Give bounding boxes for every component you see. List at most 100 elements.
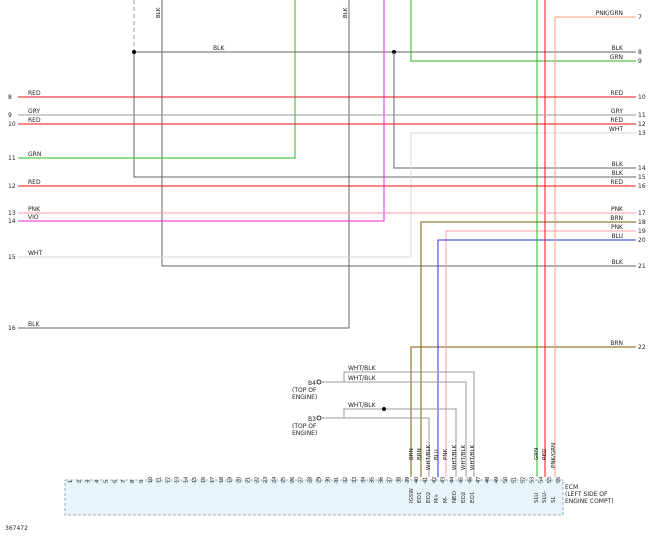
terminal-number: 10 <box>8 121 16 128</box>
terminal-number: 14 <box>638 165 646 172</box>
wire-label: RED <box>28 179 41 186</box>
wire-label: BLU <box>434 449 440 460</box>
ecm-pin-number: 28 <box>308 477 314 483</box>
ground-b3-symbol <box>316 415 322 421</box>
ecm-signal-label: SLU <box>534 493 540 503</box>
ecm-location: (LEFT SIDE OF <box>565 491 608 498</box>
wire-label: VIO <box>28 214 39 221</box>
wire-label: GRN <box>28 151 41 158</box>
ecm-pin-number: 52 <box>521 477 527 483</box>
ecm-pin-number: 25 <box>281 477 287 483</box>
terminal-number: 11 <box>638 112 646 119</box>
wire-label: WHT <box>609 126 623 133</box>
ecm-signal-label: EO2 <box>426 492 432 503</box>
ecm-pin-number: 27 <box>299 477 305 483</box>
ground-b4-symbol <box>316 379 322 385</box>
ecm-pin-number: 49 <box>494 477 500 483</box>
ecm-pin-number: 35 <box>370 477 376 483</box>
ground-b4-location: (TOP OF <box>292 387 317 394</box>
ecm-pin-number: 41 <box>423 477 429 483</box>
wire-label: RED <box>28 117 41 124</box>
ecm-pin-number: 2 <box>77 480 83 483</box>
terminal-number: 12 <box>8 183 16 190</box>
wire-label: GRN <box>610 54 623 61</box>
ecm-pin-number: 30 <box>325 477 331 483</box>
wire-label: WHT/BLK <box>461 444 467 470</box>
wire-label: WHT <box>28 250 42 257</box>
wire-label: BRN <box>610 340 623 347</box>
wire-blue-to-20 <box>437 239 636 477</box>
wire-green-to-left-11 <box>18 0 296 159</box>
ecm-pin-number: 26 <box>290 477 296 483</box>
ecm-pin-number: 22 <box>254 477 260 483</box>
wire-label: BRN <box>610 215 623 222</box>
wire-pink-green-to-7 <box>554 16 636 477</box>
ecm-signal-label: EO1 <box>470 492 476 503</box>
ecm-pin-number: 53 <box>529 477 535 483</box>
terminal-number: 19 <box>638 228 646 235</box>
ecm-pin-number: 17 <box>210 477 216 483</box>
wire-label: BLK <box>612 170 624 177</box>
wire-brown-to-22 <box>410 346 636 477</box>
right-wire-labels: PNK/GRN BLK GRN RED GRY RED WHT BLK BLK … <box>596 10 624 347</box>
ecm-pin-number: 33 <box>352 477 358 483</box>
wire-wht-blk-b4-b <box>344 381 467 477</box>
left-wire-labels: RED GRY RED GRN RED PNK VIO WHT BLK <box>28 90 42 328</box>
ecm-pin-number: 39 <box>405 477 411 483</box>
ecm-pin-number: 48 <box>485 477 491 483</box>
ground-b4-location: ENGINE) <box>292 394 317 401</box>
terminal-number: 8 <box>8 94 12 101</box>
ecm-signal-label: IGSW <box>409 488 415 503</box>
ecm-pin-number: 32 <box>343 477 349 483</box>
wire-label: GRY <box>611 108 623 115</box>
ecm-pin-number: 37 <box>387 477 393 483</box>
wire-label: RED <box>542 448 548 460</box>
ecm-pin-number: 24 <box>272 477 278 483</box>
ecm-pin-number: 15 <box>192 477 198 483</box>
ecm-pin-number: 6 <box>112 480 118 483</box>
wire-label: PNK <box>611 206 624 213</box>
ecm-pin-number: 36 <box>379 477 385 483</box>
wire-label: WHT/BLK <box>348 375 377 382</box>
ecm-signal-label: M- <box>443 496 449 503</box>
top-vertical-blk-label: BLK <box>343 7 349 18</box>
terminal-number: 22 <box>638 344 646 351</box>
ecm-pin-number: 10 <box>148 477 154 483</box>
wire-label: PNK/GRN <box>596 10 623 17</box>
ecm-title: ECM <box>565 484 578 491</box>
ecm-pin-number: 56 <box>556 477 562 483</box>
terminal-number: 11 <box>8 155 16 162</box>
ecm-pin-number: 40 <box>414 477 420 483</box>
ecm-pin-number: 9 <box>139 480 145 483</box>
wire-wht-blk-b3-b <box>344 417 430 477</box>
terminal-number: 14 <box>8 218 16 225</box>
terminal-number: 12 <box>638 121 646 128</box>
splice-dot <box>382 407 386 411</box>
terminal-number: 16 <box>638 183 646 190</box>
left-terminal-numbers: 8 9 10 11 12 13 14 15 16 <box>8 94 16 332</box>
terminal-number: 20 <box>638 237 646 244</box>
wire-label: RED <box>610 90 623 97</box>
ground-b3-location: ENGINE) <box>292 430 317 437</box>
ecm-pin-number: 54 <box>538 477 544 483</box>
terminal-number: 9 <box>638 58 642 65</box>
wire-label: BLK <box>612 259 624 266</box>
wire-black-to-left-16 <box>18 0 350 329</box>
wire-brown-to-18 <box>420 221 636 477</box>
wire-violet-to-left-14 <box>18 0 385 222</box>
ecm-pin-number: 19 <box>228 477 234 483</box>
ecm-pin-number: 42 <box>432 477 438 483</box>
terminal-number: 10 <box>638 94 646 101</box>
terminal-number: 21 <box>638 263 646 270</box>
ecm-location: ENGINE COMPT) <box>565 498 614 505</box>
ecm-signal-label: SLU- <box>542 491 548 503</box>
wire-black-to-14 <box>393 52 636 169</box>
ecm-signal-label: EO1 <box>417 492 423 503</box>
terminal-number: 13 <box>638 130 646 137</box>
wire-label: BLK <box>612 45 624 52</box>
ecm-pin-number: 21 <box>246 477 252 483</box>
ecm-signal-label: EO2 <box>461 492 467 503</box>
ecm-pin-number: 51 <box>512 477 518 483</box>
wire-wht-blk-b3-a <box>322 408 457 477</box>
